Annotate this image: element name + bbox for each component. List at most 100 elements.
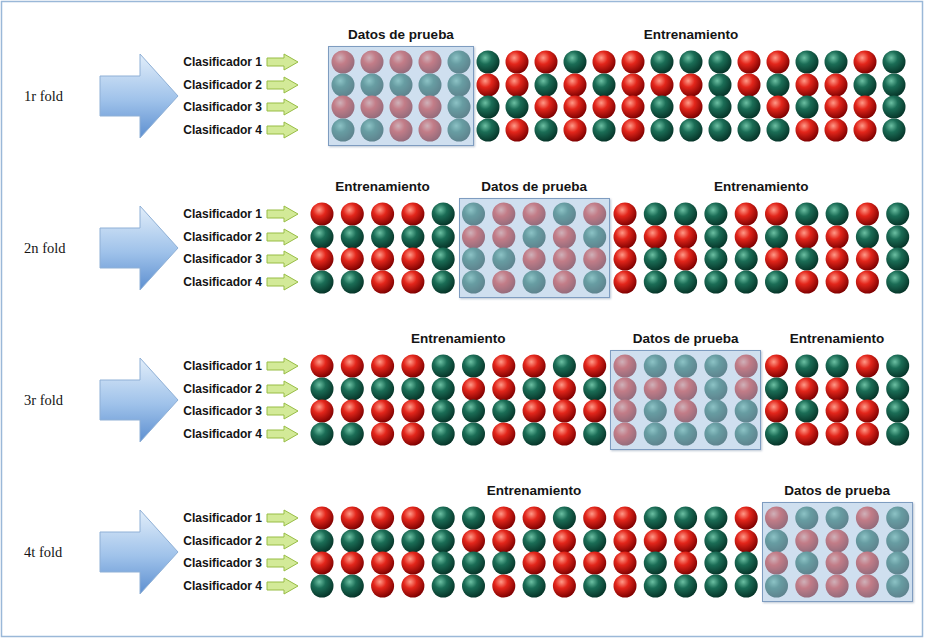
data-ball [796, 74, 819, 97]
data-ball [477, 51, 500, 74]
data-ball [492, 507, 515, 530]
fold-arrow [100, 54, 178, 138]
data-ball [738, 96, 761, 119]
data-ball [856, 203, 879, 226]
data-ball [622, 96, 645, 119]
test-data-box: Datos de prueba [459, 198, 610, 298]
data-ball [825, 96, 848, 119]
data-ball [401, 575, 424, 598]
data-ball [796, 119, 819, 142]
data-ball [401, 271, 424, 294]
data-ball [886, 378, 909, 401]
data-ball [614, 575, 637, 598]
data-ball [477, 96, 500, 119]
data-ball [856, 248, 879, 271]
box-heading: Datos de prueba [460, 178, 609, 196]
data-ball [492, 378, 515, 401]
classifier-label: Clasificador 4 [183, 122, 262, 138]
data-ball [371, 248, 394, 271]
data-ball [341, 203, 364, 226]
data-ball [341, 271, 364, 294]
data-ball [432, 423, 455, 446]
data-ball [644, 248, 667, 271]
box-heading: Datos de prueba [611, 330, 760, 348]
data-ball [564, 51, 587, 74]
data-ball [371, 378, 394, 401]
data-ball [553, 507, 576, 530]
data-ball [432, 575, 455, 598]
classifier-label: Clasificador 4 [183, 578, 262, 594]
classifier-label: Clasificador 1 [183, 510, 262, 526]
fold-name: 3r fold [24, 391, 63, 409]
data-ball [856, 400, 879, 423]
data-ball [523, 552, 546, 575]
data-ball [341, 507, 364, 530]
data-ball [680, 119, 703, 142]
row-arrow [267, 77, 298, 93]
data-ball [735, 530, 758, 553]
data-ball [767, 96, 790, 119]
data-ball [477, 119, 500, 142]
data-ball [738, 119, 761, 142]
data-ball [401, 248, 424, 271]
data-ball [341, 552, 364, 575]
classifier-label: Clasificador 1 [183, 358, 262, 374]
data-ball [826, 378, 849, 401]
data-ball [738, 74, 761, 97]
row-arrow [267, 99, 298, 115]
data-ball [735, 248, 758, 271]
data-ball [856, 378, 879, 401]
data-ball [462, 423, 485, 446]
data-ball [704, 575, 727, 598]
data-ball [704, 507, 727, 530]
data-ball [492, 423, 515, 446]
data-ball [432, 355, 455, 378]
data-ball [886, 271, 909, 294]
data-ball [614, 203, 637, 226]
data-ball [553, 355, 576, 378]
test-data-box: Datos de prueba [610, 350, 761, 450]
classifier-label: Clasificador 4 [183, 274, 262, 290]
classifier-label: Clasificador 3 [183, 251, 262, 267]
data-ball [614, 248, 637, 271]
row-arrow [267, 510, 298, 526]
data-ball [674, 507, 697, 530]
data-ball [796, 96, 819, 119]
row-arrow [267, 358, 298, 374]
data-ball [854, 96, 877, 119]
data-ball [735, 271, 758, 294]
data-ball [583, 575, 606, 598]
data-ball [674, 530, 697, 553]
data-ball [583, 423, 606, 446]
data-ball [765, 203, 788, 226]
classifier-label: Clasificador 1 [183, 54, 262, 70]
data-ball [704, 248, 727, 271]
data-ball [854, 51, 877, 74]
data-ball [583, 530, 606, 553]
classifier-label: Clasificador 2 [183, 533, 262, 549]
data-ball [311, 552, 334, 575]
data-ball [593, 74, 616, 97]
data-ball [506, 51, 529, 74]
data-ball [583, 552, 606, 575]
data-ball [553, 423, 576, 446]
data-ball [341, 355, 364, 378]
data-ball [825, 51, 848, 74]
data-ball [622, 51, 645, 74]
data-ball [614, 530, 637, 553]
data-ball [825, 119, 848, 142]
data-ball [826, 203, 849, 226]
data-ball [462, 355, 485, 378]
data-ball [492, 355, 515, 378]
data-ball [432, 271, 455, 294]
training-label: Entrenamiento [790, 330, 885, 348]
classifier-label: Clasificador 3 [183, 99, 262, 115]
row-arrow [267, 274, 298, 290]
data-ball [767, 74, 790, 97]
data-ball [795, 203, 818, 226]
data-ball [795, 248, 818, 271]
data-ball [826, 423, 849, 446]
data-ball [795, 378, 818, 401]
data-ball [401, 378, 424, 401]
data-ball [311, 248, 334, 271]
